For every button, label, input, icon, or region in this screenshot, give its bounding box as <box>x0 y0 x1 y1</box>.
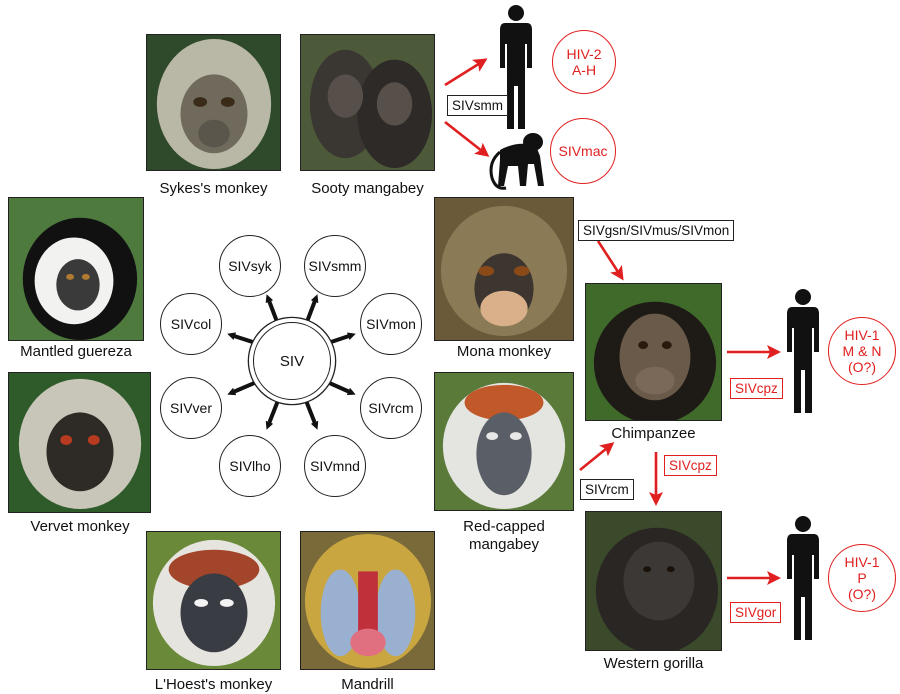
hiv1mn-line1: HIV-1 <box>844 327 880 343</box>
sivsmm-circle: SIVsmm <box>304 235 366 297</box>
arrow-to-sivsmm <box>303 294 319 328</box>
sykes-monkey-photo <box>146 34 281 171</box>
arrow-redcapped-to-chimp <box>579 442 615 472</box>
arrow-to-sivlho <box>265 397 281 430</box>
sivcol-circle: SIVcol <box>160 293 222 355</box>
mantled-guereza-caption: Mantled guereza <box>20 343 132 360</box>
hiv1p-line1: HIV-1 <box>844 554 880 570</box>
mandrill-caption: Mandrill <box>341 676 394 693</box>
arrow-sooty-to-human <box>444 58 488 87</box>
lhoest-monkey-caption: L'Hoest's monkey <box>154 676 273 693</box>
red-capped-mangabey-caption-line1: Red-capped <box>463 518 545 535</box>
hiv2-line2: A-H <box>571 62 597 78</box>
arrow-to-sivcol <box>227 332 260 346</box>
mandrill-photo <box>300 531 435 670</box>
red-capped-mangabey-photo <box>434 372 574 511</box>
sivmnd-circle: SIVmnd <box>304 435 366 497</box>
sykes-monkey-caption: Sykes's monkey <box>159 180 268 197</box>
arrow-to-sivrcm <box>324 379 356 396</box>
chimpanzee-photo <box>585 283 722 421</box>
mona-monkey-caption: Mona monkey <box>456 343 552 360</box>
sivgsn-mus-mon-label: SIVgsn/SIVmus/SIVmon <box>578 220 735 241</box>
sivlho-circle: SIVlho <box>219 435 281 497</box>
mantled-guereza-photo <box>8 197 144 341</box>
lhoest-monkey-photo <box>146 531 281 670</box>
hiv1-mn-outcome-circle: HIV-1 M & N (O?) <box>828 317 896 385</box>
mona-monkey-photo <box>434 197 574 341</box>
sivrcm-transmission-label: SIVrcm <box>580 479 634 500</box>
sooty-mangabey-photo <box>300 34 435 171</box>
arrow-to-sivmon <box>324 332 356 346</box>
hiv1p-line3: (O?) <box>848 586 876 602</box>
sivmac-text: SIVmac <box>558 143 608 159</box>
sivver-circle: SIVver <box>160 377 222 439</box>
vervet-monkey-photo <box>8 372 151 513</box>
sivcpz-to-human-label: SIVcpz <box>730 378 783 399</box>
sivmac-outcome-circle: SIVmac <box>550 118 616 184</box>
hiv1mn-line3: (O?) <box>848 359 876 375</box>
arrow-sooty-to-macaque <box>444 120 490 157</box>
human-silhouette-middle <box>787 289 819 413</box>
macaque-silhouette <box>489 133 544 190</box>
sooty-mangabey-caption: Sooty mangabey <box>311 180 424 197</box>
arrow-to-sivsyk <box>265 294 281 328</box>
hiv1p-line2: P <box>857 570 867 586</box>
hiv2-line1: HIV-2 <box>566 46 602 62</box>
hiv2-outcome-circle: HIV-2 A-H <box>552 30 616 94</box>
sivcpz-to-gorilla-label: SIVcpz <box>664 455 717 476</box>
sivsmm-transmission-label: SIVsmm <box>447 95 509 116</box>
vervet-monkey-caption: Vervet monkey <box>30 518 130 535</box>
sivsyk-circle: SIVsyk <box>219 235 281 297</box>
hiv1mn-line2: M & N <box>842 343 882 359</box>
arrow-mona-to-chimp <box>596 240 624 281</box>
human-silhouette-bottom <box>787 516 819 640</box>
arrow-to-sivver <box>227 379 260 396</box>
western-gorilla-photo <box>585 511 722 651</box>
sivmon-circle: SIVmon <box>360 293 422 355</box>
siv-core-circle: SIV <box>253 322 331 400</box>
arrow-to-sivmnd <box>303 397 319 430</box>
western-gorilla-caption: Western gorilla <box>603 655 704 672</box>
sivgor-label: SIVgor <box>730 602 782 623</box>
sivrcm-circle: SIVrcm <box>360 377 422 439</box>
red-capped-mangabey-caption-line2: mangabey <box>468 536 540 553</box>
chimpanzee-caption: Chimpanzee <box>611 425 696 442</box>
hiv1-p-outcome-circle: HIV-1 P (O?) <box>828 544 896 612</box>
